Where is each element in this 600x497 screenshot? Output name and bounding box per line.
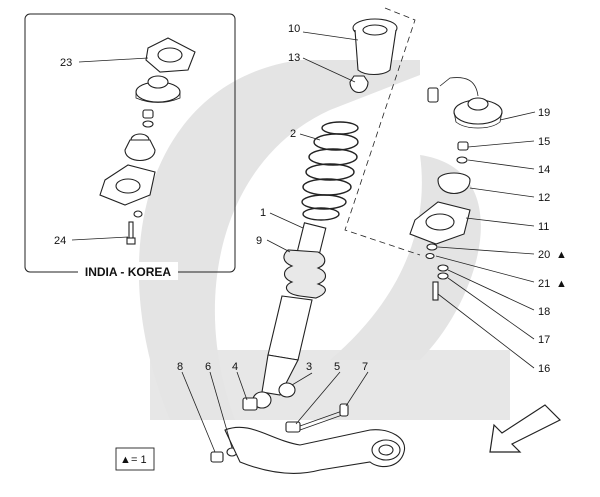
rod-washer [456, 156, 468, 164]
legend-text: = 1 [131, 454, 147, 466]
inset-top-mount [135, 75, 181, 103]
inset-title: INDIA - KOREA [85, 265, 172, 279]
top-bump [437, 172, 471, 194]
inset-bump-stop [124, 133, 156, 162]
callout-15: 15 [538, 136, 550, 148]
callout-21-mark: ▲ [556, 278, 567, 290]
side-bolt [432, 281, 439, 301]
callout-21: 21 [538, 278, 550, 290]
inset-spring-seat [99, 164, 156, 206]
rod-nut [457, 141, 469, 151]
legend-symbol: ▲ [120, 454, 131, 466]
callout-7: 7 [362, 361, 368, 373]
inset-bolt [126, 221, 136, 245]
legend-box: ▲ = 1 [115, 447, 155, 471]
callout-17: 17 [538, 334, 550, 346]
callout-6: 6 [205, 361, 211, 373]
callout-10: 10 [288, 23, 300, 35]
callout-8: 8 [177, 361, 183, 373]
shock-absorber [252, 222, 327, 409]
bushing-3 [278, 382, 296, 398]
callout-20: 20 [538, 249, 550, 261]
callout-3: 3 [306, 361, 312, 373]
callout-11: 11 [538, 221, 549, 233]
lower-bolt [285, 403, 349, 433]
direction-arrow-icon [489, 404, 562, 453]
top-mount-sensor [427, 77, 503, 129]
callout-12: 12 [538, 192, 550, 204]
leader-lines [71, 31, 536, 453]
inset-nut [142, 109, 154, 128]
nut-8 [210, 451, 224, 463]
callout-5: 5 [334, 361, 340, 373]
callout-9: 9 [256, 235, 262, 247]
callout-19: 19 [538, 107, 550, 119]
callout-23: 23 [60, 57, 72, 69]
bump-stop [349, 75, 369, 94]
dust-boot [352, 18, 398, 76]
side-washers [437, 264, 449, 280]
callout-2: 2 [290, 128, 296, 140]
callout-16: 16 [538, 363, 550, 375]
lower-arm [224, 426, 406, 474]
callout-24: 24 [54, 235, 66, 247]
coil-spring [301, 121, 359, 221]
callout-20-mark: ▲ [556, 249, 567, 261]
callout-14: 14 [538, 164, 550, 176]
inset-frame: INDIA - KOREA [24, 13, 236, 280]
inset-mount-plate [145, 37, 196, 73]
inset-washer [133, 210, 143, 218]
bushing-4 [242, 397, 258, 411]
callout-labels: 23 24 10 13 2 1 9 19 15 14 12 11 20 ▲ 21… [54, 23, 567, 375]
dashed-frame [344, 7, 421, 256]
spring-seat [409, 201, 471, 245]
callout-1: 1 [260, 207, 266, 219]
seat-washer [425, 243, 438, 260]
callout-13: 13 [288, 52, 300, 64]
callout-18: 18 [538, 306, 550, 318]
callout-4: 4 [232, 361, 238, 373]
